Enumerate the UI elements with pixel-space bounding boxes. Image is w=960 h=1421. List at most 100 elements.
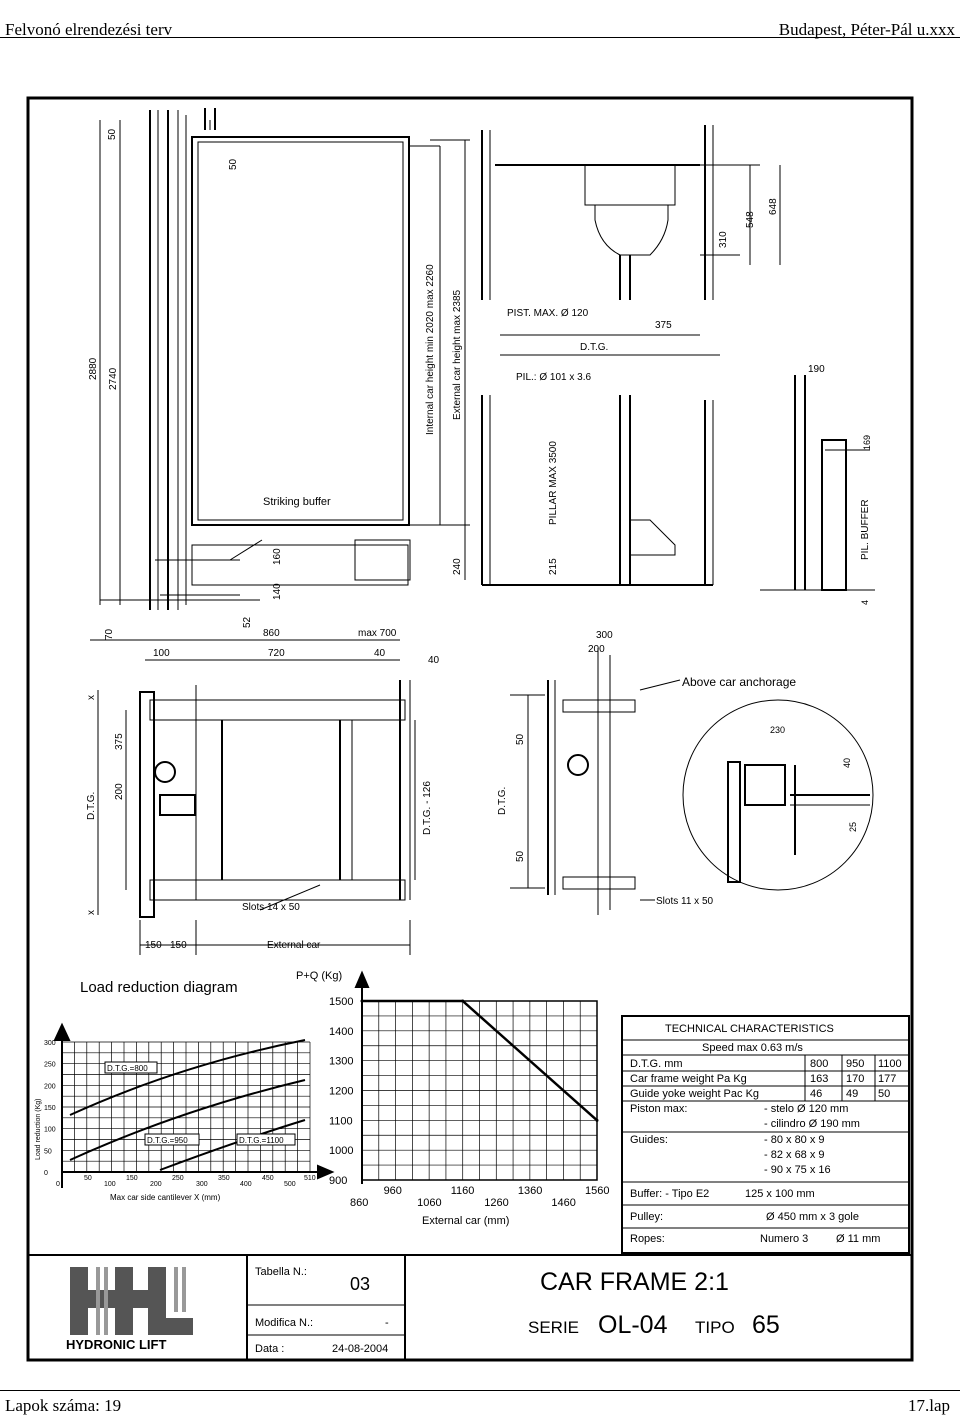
load-x-tick: 500 bbox=[284, 1181, 296, 1188]
pq-x-tick: 1060 bbox=[417, 1197, 441, 1209]
load-x-tick: 510 bbox=[304, 1175, 316, 1182]
tech-guides-2: - 82 x 68 x 9 bbox=[764, 1149, 825, 1161]
logo-name: HYDRONIC LIFT bbox=[66, 1337, 166, 1352]
dim-2740: 2740 bbox=[108, 367, 119, 390]
serie-label: SERIE bbox=[528, 1318, 579, 1337]
label-pil: PIL.: Ø 101 x 3.6 bbox=[516, 372, 591, 383]
dim-100: 100 bbox=[153, 648, 170, 659]
load-y-tick: 300 bbox=[44, 1040, 56, 1047]
pq-y-tick: 1300 bbox=[329, 1056, 353, 1068]
label-striking-buffer: Striking buffer bbox=[263, 496, 331, 508]
label-above-anchorage: Above car anchorage bbox=[682, 675, 796, 689]
header-right: Budapest, Péter-Pál u.xxx bbox=[778, 20, 955, 39]
header-left: Felvonó elrendezési terv bbox=[5, 20, 173, 39]
dim-375: 375 bbox=[655, 320, 672, 331]
tech-row3-c2: 49 bbox=[846, 1088, 858, 1100]
serie-value: OL-04 bbox=[598, 1311, 668, 1339]
tech-guides-label: Guides: bbox=[630, 1134, 668, 1146]
dim-70: 70 bbox=[104, 628, 115, 640]
dim-150-a: 150 bbox=[145, 940, 162, 951]
dim-310: 310 bbox=[718, 231, 729, 248]
modifica-value: - bbox=[385, 1317, 389, 1329]
label-pil-buffer: PIL. BUFFER bbox=[860, 499, 871, 560]
load-line-800 bbox=[69, 1039, 306, 1116]
load-x-tick: 150 bbox=[126, 1175, 138, 1182]
tabella-label: Tabella N.: bbox=[255, 1266, 307, 1278]
label-internal-height: Internal car height min 2020 max 2260 bbox=[425, 264, 436, 435]
tech-piston-label: Piston max: bbox=[630, 1103, 687, 1115]
load-diagram-title: Load reduction diagram bbox=[80, 979, 238, 996]
dim-230: 230 bbox=[770, 725, 785, 735]
label-external-car: External car bbox=[267, 940, 321, 951]
load-y-tick: 150 bbox=[44, 1105, 56, 1112]
pq-point bbox=[595, 1118, 599, 1122]
footer-rule bbox=[0, 1390, 960, 1391]
load-x-tick: 50 bbox=[84, 1175, 92, 1182]
pq-x-tick: 960 bbox=[384, 1185, 402, 1197]
dim-150-b: 150 bbox=[170, 940, 187, 951]
piston-view bbox=[481, 125, 875, 591]
tech-title: TECHNICAL CHARACTERISTICS bbox=[665, 1023, 834, 1035]
tech-pulley: Pulley: bbox=[630, 1211, 663, 1223]
load-y-tick: 0 bbox=[44, 1170, 48, 1177]
pq-xlabel: External car (mm) bbox=[422, 1215, 509, 1227]
footer-right: 17.lap bbox=[907, 1396, 950, 1415]
legend-950: D.T.G.=950 bbox=[147, 1136, 188, 1145]
dim-50-detail-bottom: 50 bbox=[515, 850, 526, 862]
label-slots-left: Slots 14 x 50 bbox=[242, 902, 300, 913]
dim-140: 140 bbox=[272, 583, 283, 600]
legend-800: D.T.G.=800 bbox=[107, 1064, 148, 1073]
load-y-ticks: 300 250 200 150 100 50 0 bbox=[44, 1040, 56, 1177]
label-external-height: External car height max 2385 bbox=[452, 289, 463, 420]
tech-row3-label: Guide yoke weight Pac Kg bbox=[630, 1088, 759, 1100]
dim-x-bottom: x bbox=[86, 910, 97, 915]
load-y-tick: 100 bbox=[44, 1127, 56, 1134]
pq-x-tick: 860 bbox=[350, 1197, 368, 1209]
label-dtg-126: D.T.G. - 126 bbox=[422, 781, 433, 835]
tech-speed: Speed max 0.63 m/s bbox=[702, 1042, 803, 1054]
dim-50-left: 50 bbox=[107, 128, 118, 140]
dim-200-plan: 200 bbox=[114, 783, 125, 800]
tech-pulley-val: Ø 450 mm x 3 gole bbox=[766, 1211, 859, 1223]
header-rule bbox=[0, 37, 960, 38]
load-y-tick: 200 bbox=[44, 1083, 56, 1090]
dim-2880: 2880 bbox=[88, 357, 99, 380]
tech-guides-1: - 80 x 80 x 9 bbox=[764, 1134, 825, 1146]
pq-x-tick: 1360 bbox=[518, 1185, 542, 1197]
tech-piston-2: - cilindro Ø 190 mm bbox=[764, 1118, 860, 1130]
dim-860: 860 bbox=[263, 628, 280, 639]
load-line-950 bbox=[69, 1079, 306, 1161]
dim-169: 169 bbox=[862, 435, 872, 450]
pq-ylabel: P+Q (Kg) bbox=[296, 970, 342, 982]
hydronic-logo bbox=[70, 1267, 193, 1335]
pq-y-tick: 1500 bbox=[329, 996, 353, 1008]
title-block bbox=[28, 1254, 912, 1360]
load-x-tick: 300 bbox=[196, 1181, 208, 1188]
dim-40-b: 40 bbox=[428, 655, 440, 666]
dim-50-top: 50 bbox=[228, 158, 239, 170]
sheet-frame bbox=[26, 96, 914, 1362]
dim-x-top: x bbox=[86, 695, 97, 700]
load-y-tick: 250 bbox=[44, 1062, 56, 1069]
tabella-value: 03 bbox=[350, 1274, 370, 1294]
dim-300: 300 bbox=[596, 630, 613, 641]
pq-y-arrow bbox=[354, 970, 370, 1184]
pq-x-tick: 1460 bbox=[551, 1197, 575, 1209]
load-y-tick: 50 bbox=[44, 1148, 52, 1155]
label-pillar-max: PILLAR MAX 3500 bbox=[548, 441, 559, 525]
load-x-tick: 200 bbox=[150, 1181, 162, 1188]
tech-ropes: Ropes: bbox=[630, 1233, 665, 1245]
tech-ropes-num: Numero 3 bbox=[760, 1233, 808, 1245]
footer-left: Lapok száma: 19 bbox=[5, 1396, 122, 1415]
tech-row3-c1: 46 bbox=[810, 1088, 822, 1100]
dim-25: 25 bbox=[848, 822, 858, 832]
pq-x-tick: 1160 bbox=[451, 1185, 475, 1197]
pq-x-tick: 1260 bbox=[484, 1197, 508, 1209]
tech-row3-c3: 50 bbox=[878, 1088, 890, 1100]
label-dtg-detail: D.T.G. bbox=[497, 787, 508, 815]
load-y-arrow bbox=[53, 1022, 71, 1188]
dim-160: 160 bbox=[272, 548, 283, 565]
dim-648: 648 bbox=[768, 198, 779, 215]
load-x-tick: 350 bbox=[218, 1175, 230, 1182]
